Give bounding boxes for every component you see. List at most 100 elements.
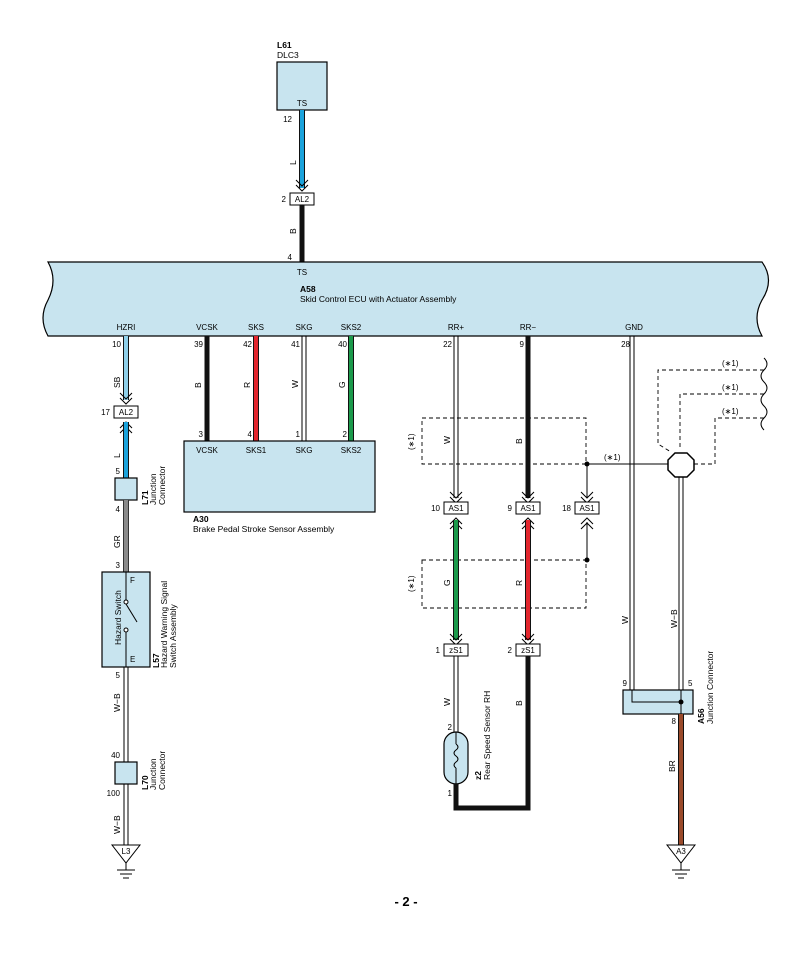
l71-name-1: Junction <box>148 473 158 505</box>
shield-junction-dot-2 <box>584 557 590 563</box>
wire-label-rrplus-top: W <box>442 436 452 444</box>
a58-pin-rrminus: RR− <box>520 323 537 332</box>
as1-connector-10 <box>443 501 469 515</box>
switch-contact-icon <box>123 599 129 605</box>
l3-ground-triangle <box>110 844 142 864</box>
a56-internal-bus <box>631 690 682 703</box>
l70-code: L70 <box>140 775 150 790</box>
as1-label-10: AS1 <box>448 504 464 513</box>
a58-pinno-39: 39 <box>194 340 203 349</box>
l61-pin-no: 12 <box>283 115 292 124</box>
a58-pin-sks: SKS <box>248 323 264 332</box>
chevron-connector-icon <box>295 179 309 192</box>
a56-code: A56 <box>696 708 706 724</box>
wire-label-shield: W−B <box>669 609 679 628</box>
zs1-pin-1: 1 <box>436 646 441 655</box>
a58-pin-vcsk: VCSK <box>196 323 218 332</box>
a30-pinno-2: 2 <box>343 430 348 439</box>
shield-note-middle: (∗1) <box>407 575 416 592</box>
shield-junction-octagon-icon <box>667 452 695 478</box>
a30-code: A30 <box>193 514 209 524</box>
shield-line-3 <box>694 417 764 465</box>
a58-pinno-40: 40 <box>338 340 347 349</box>
l71-pin-top: 5 <box>116 467 121 476</box>
shield-note-2: (∗1) <box>722 383 739 392</box>
wire-label-skg: W <box>290 380 300 388</box>
shield-box-middle <box>421 559 587 609</box>
a58-pin-sks2: SKS2 <box>341 323 362 332</box>
as1-connector-18 <box>574 501 600 515</box>
wire-break-icon <box>760 357 768 431</box>
a58-pin-gnd: GND <box>625 323 643 332</box>
l57-code: L57 <box>151 653 161 668</box>
zs1-pin-2: 2 <box>508 646 513 655</box>
zs1-label-2: zS1 <box>521 646 535 655</box>
as1-pin-9: 9 <box>508 504 513 513</box>
wire-label-l71-l57: GR <box>112 535 122 548</box>
wire-label-rrminus-mid: R <box>514 580 524 586</box>
wire-label-rrminus-bottom: B <box>514 700 524 706</box>
a58-pin-hzri: HZRI <box>117 323 136 332</box>
z2-pin-top: 2 <box>448 723 453 732</box>
al2-left-pin: 17 <box>101 408 110 417</box>
switch-contact-icon <box>123 627 129 633</box>
wire-label-sks: R <box>242 382 252 388</box>
a30-pin-skg: SKG <box>296 446 313 455</box>
wire-label-rrplus-bottom: W <box>442 698 452 706</box>
l61-dlc3-box <box>276 61 328 111</box>
as1-pin-10: 10 <box>431 504 440 513</box>
l61-name: DLC3 <box>277 50 299 60</box>
a56-pin-bottom: 8 <box>672 717 677 726</box>
a56-name: Junction Connector <box>705 651 715 724</box>
wire-label-rrminus-top: B <box>514 438 524 444</box>
a30-brake-pedal-sensor-box <box>183 440 376 513</box>
wire-label-vcsk: B <box>193 382 203 388</box>
a3-ground-triangle <box>665 844 697 864</box>
a58-pinno-41: 41 <box>291 340 300 349</box>
l70-name-1: Junction <box>148 758 158 790</box>
l61-code: L61 <box>277 40 292 50</box>
shield-note-1: (∗1) <box>722 359 739 368</box>
shield-note-3: (∗1) <box>722 407 739 416</box>
switch-blade-icon <box>125 603 138 623</box>
a30-pinno-4: 4 <box>248 430 253 439</box>
l57-name-2: Switch Assembly <box>168 603 178 668</box>
wire-label-rrplus-mid: G <box>442 579 452 586</box>
chevron-connector-icon <box>119 392 133 405</box>
l61-pin-name: TS <box>297 99 307 108</box>
a58-pinno-28: 28 <box>621 340 630 349</box>
chevron-connector-icon <box>449 491 463 504</box>
a30-pin-sks1: SKS1 <box>246 446 267 455</box>
zs1-connector-1 <box>443 643 469 657</box>
wire-label-l70-l3: W−B <box>112 815 122 834</box>
wire-label-sks2: G <box>337 381 347 388</box>
z2-name: Rear Speed Sensor RH <box>482 691 492 780</box>
shield-note-right: (∗1) <box>604 453 621 462</box>
a58-ecu-box <box>42 261 770 337</box>
wire-label-a56-a3: BR <box>667 760 677 772</box>
wire-label-gnd: W <box>620 616 630 624</box>
a58-top-pin-name: TS <box>297 268 307 277</box>
a58-name: Skid Control ECU with Actuator Assembly <box>300 294 457 304</box>
l57-name-1: Hazard Warning Signal <box>159 581 169 668</box>
shield-line-1 <box>657 369 764 453</box>
a58-pinno-9: 9 <box>520 340 525 349</box>
l3-label: L3 <box>122 847 131 856</box>
wire-label-l61: L <box>288 160 298 165</box>
as1-label-18: AS1 <box>579 504 595 513</box>
as1-pin-18: 18 <box>562 504 571 513</box>
a58-code: A58 <box>300 284 316 294</box>
l71-name-2: Connector <box>157 466 167 505</box>
l57-pin-bottom: 5 <box>116 671 121 680</box>
al2-left-label: AL2 <box>119 408 134 417</box>
wire-label-hzri: SB <box>112 376 122 388</box>
a58-pinno-42: 42 <box>243 340 252 349</box>
a56-pin-left: 9 <box>623 679 628 688</box>
a30-name: Brake Pedal Stroke Sensor Assembly <box>193 524 335 534</box>
l71-pin-bottom: 4 <box>116 505 121 514</box>
shield-note-top: (∗1) <box>407 433 416 450</box>
a30-pinno-3: 3 <box>199 430 204 439</box>
wire-label-al2-l71: L <box>112 453 122 458</box>
as1-connector-9 <box>515 501 541 515</box>
